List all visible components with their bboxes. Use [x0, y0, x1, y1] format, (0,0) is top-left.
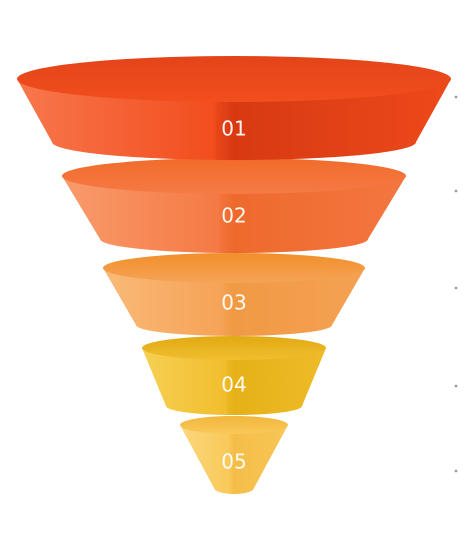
stage-4-top	[142, 336, 326, 360]
stage-1-body	[17, 79, 451, 160]
stage-4-shade	[226, 348, 326, 416]
stage-3-top	[103, 253, 365, 283]
marker-dot-3	[454, 286, 458, 290]
stage-5-shade	[229, 425, 288, 495]
marker-dot-2	[454, 189, 458, 193]
funnel-stage-1: 01	[17, 56, 451, 161]
marker-dot-1	[454, 95, 458, 99]
stage-4-body	[142, 348, 326, 415]
stage-1-top	[17, 56, 451, 102]
funnel-stage-2: 02	[62, 158, 406, 254]
stage-3-label: 03	[221, 291, 246, 315]
stage-5-body	[180, 425, 288, 494]
marker-dot-4	[454, 384, 458, 388]
stage-5-top	[180, 416, 288, 434]
stage-2-body	[62, 176, 406, 253]
stage-2-top	[62, 158, 406, 194]
stage-2-label: 02	[221, 204, 246, 228]
stage-5-label: 05	[221, 450, 246, 474]
stage-3-body	[103, 268, 365, 336]
stage-4-label: 04	[221, 373, 246, 397]
stage-3-shade	[223, 268, 365, 337]
funnel-stage-4: 04	[142, 336, 326, 416]
stage-1-label: 01	[221, 117, 246, 141]
marker-dot-5	[454, 469, 458, 473]
side-markers	[454, 95, 458, 473]
funnel-stage-3: 03	[103, 253, 365, 337]
stage-2-shade	[220, 176, 406, 254]
funnel-stage-5: 05	[180, 416, 288, 495]
